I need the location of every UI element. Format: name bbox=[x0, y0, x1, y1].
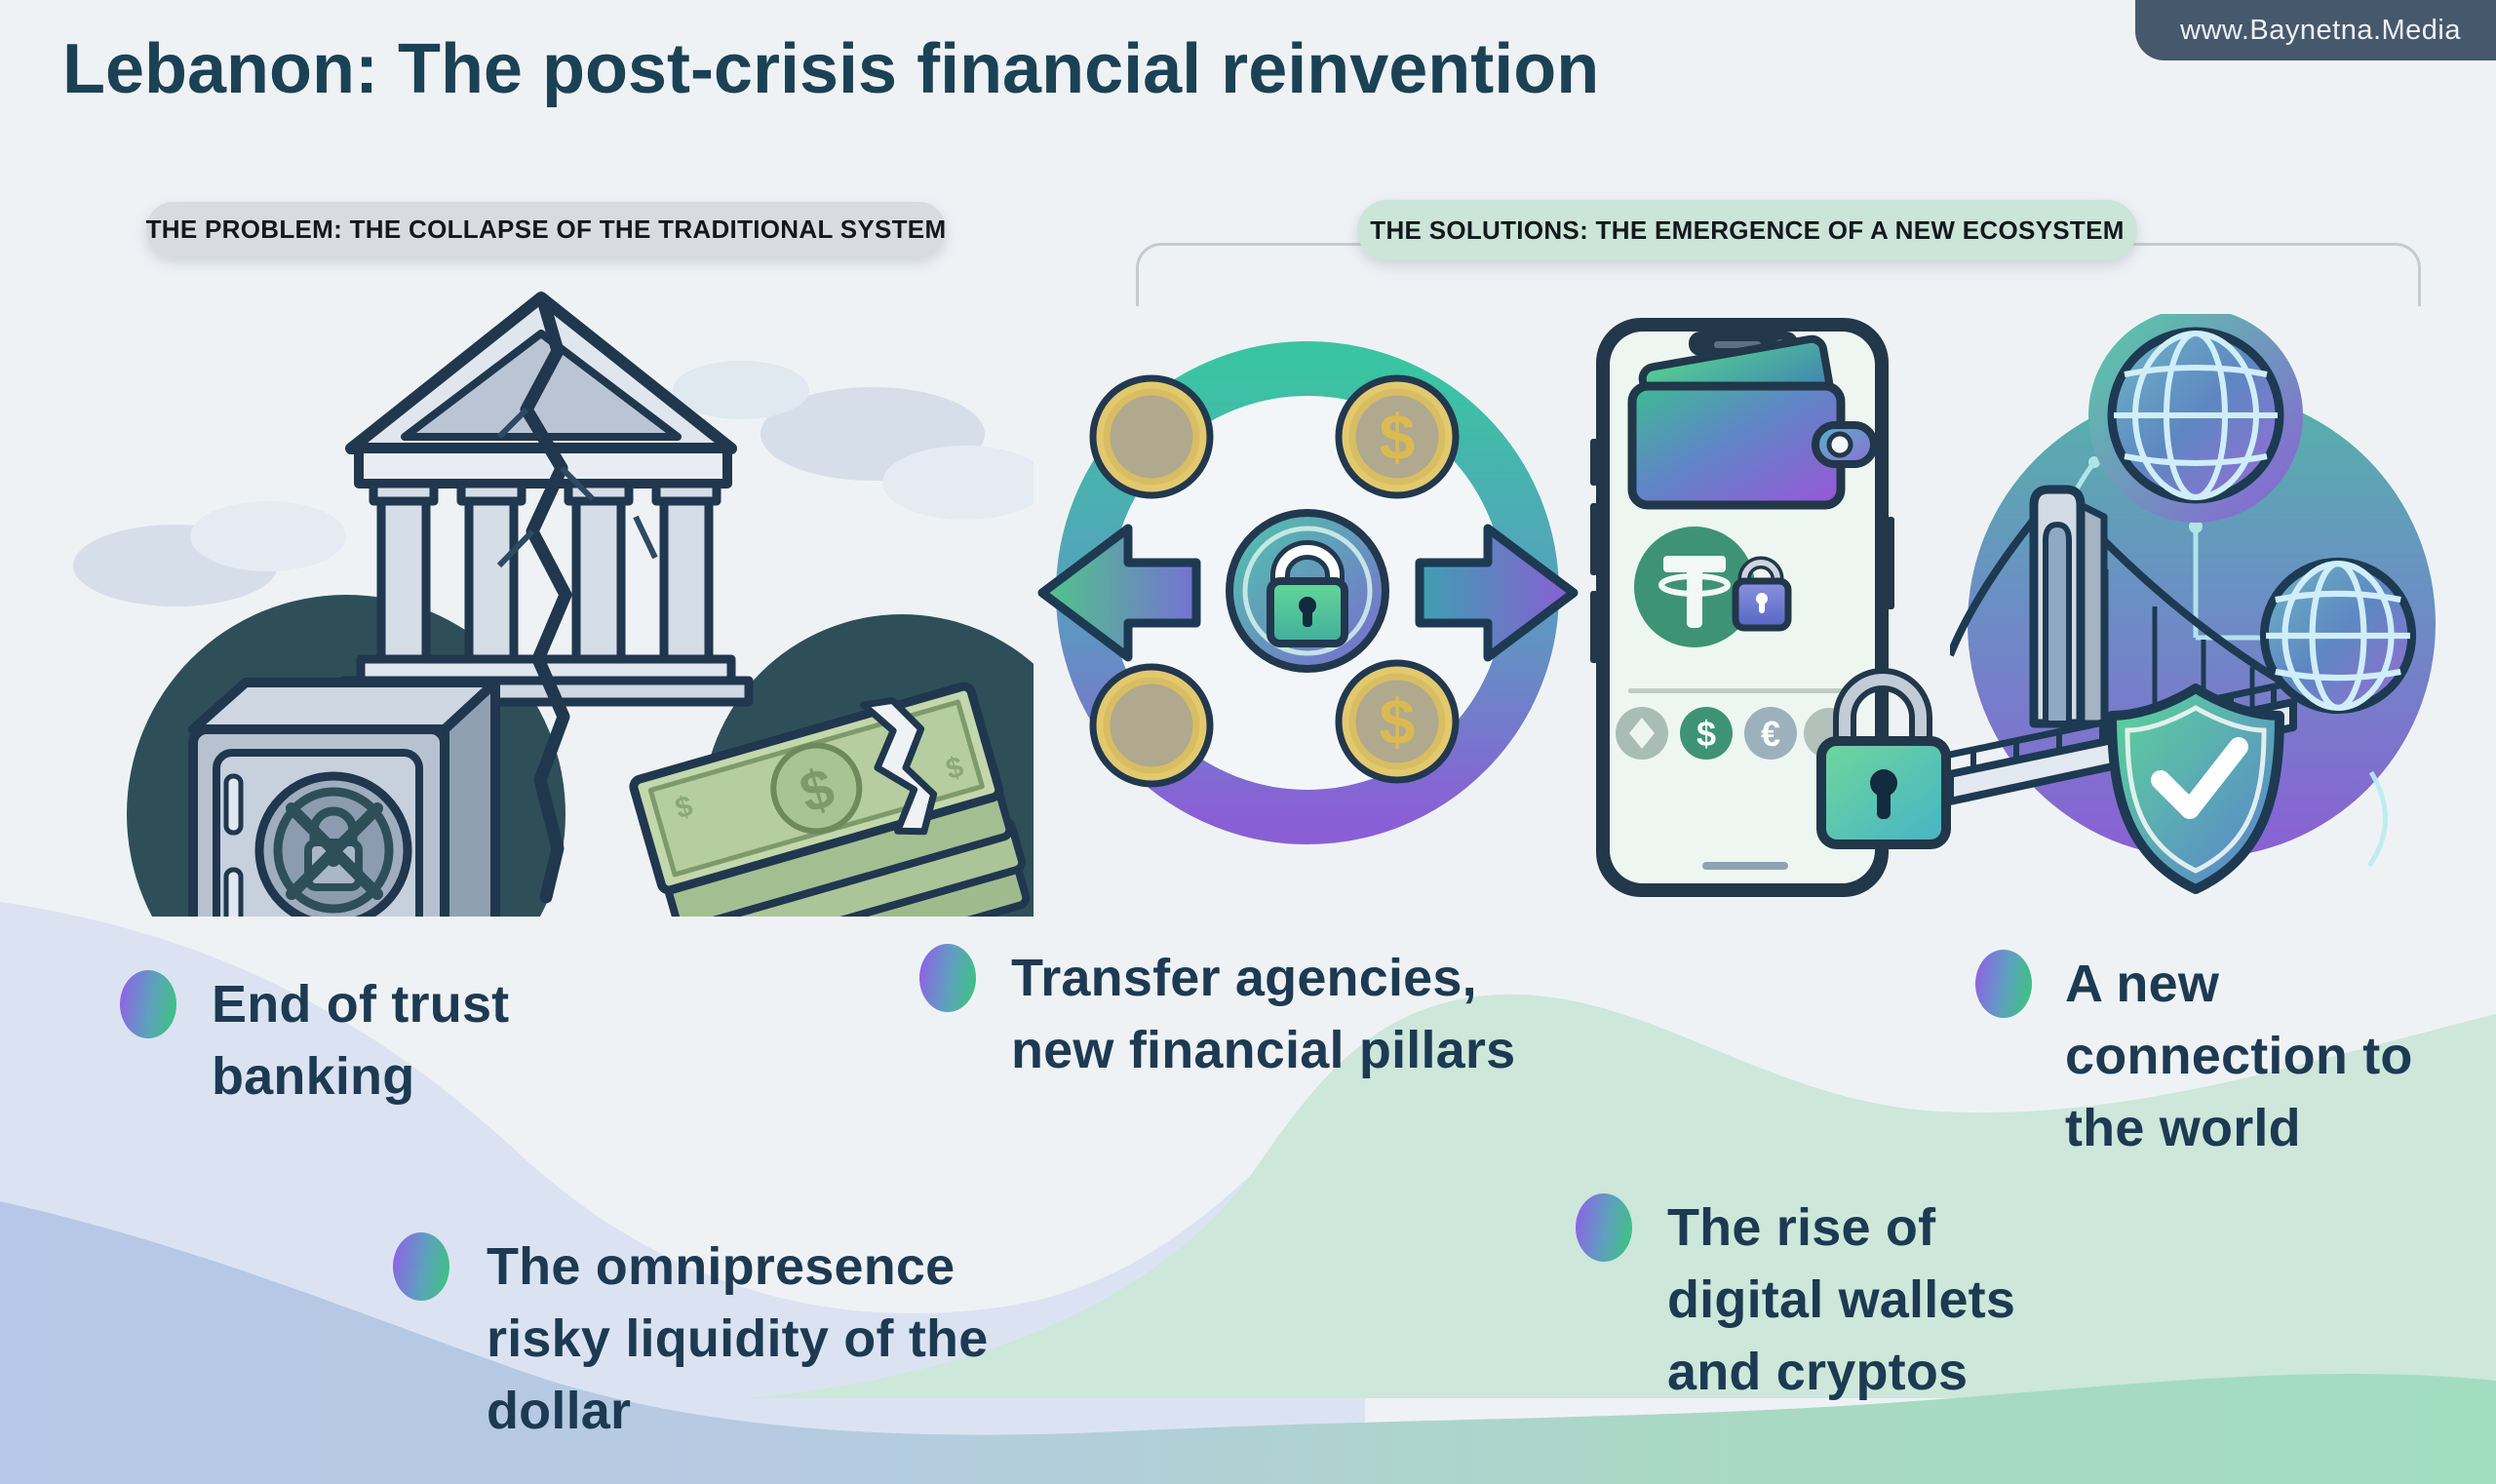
coin-dollar-icon: $ bbox=[1335, 659, 1460, 784]
gradient-bullet-marker bbox=[1975, 950, 2032, 1018]
torn-money-icon: $ $ $ bbox=[629, 682, 1031, 917]
locked-safe-icon bbox=[188, 678, 500, 917]
watermark-badge: www.Baynetna.Media bbox=[2135, 0, 2496, 60]
home-indicator bbox=[1702, 862, 1788, 870]
crypto-wallet-phone-illustration: $ € bbox=[1590, 318, 1951, 897]
bullet-text: The omnipresence risky liquidity of the … bbox=[487, 1237, 989, 1440]
arrow-left-icon bbox=[1037, 524, 1201, 662]
euro-coin-icon: € bbox=[1744, 707, 1797, 760]
globe-icon bbox=[2088, 314, 2303, 523]
small-padlock-icon bbox=[1732, 556, 1792, 632]
svg-text:$: $ bbox=[1696, 714, 1716, 754]
tether-coin-icon bbox=[1634, 527, 1755, 647]
central-padlock-icon bbox=[1226, 509, 1389, 673]
secure-exchange-illustration: $ $ bbox=[1037, 341, 1579, 844]
solutions-section-header: THE SOLUTIONS: THE EMERGENCE OF A NEW EC… bbox=[1357, 200, 2137, 260]
collapsed-bank-illustration: $ $ $ bbox=[73, 292, 1034, 917]
svg-text:$: $ bbox=[1380, 685, 1416, 758]
svg-text:€: € bbox=[1761, 714, 1780, 754]
bullet-transfer-agencies: Transfer agencies, new financial pillars bbox=[919, 942, 1515, 1086]
cracked-bank-icon bbox=[338, 292, 754, 904]
wallet-icon bbox=[1627, 334, 1878, 510]
globe-icon bbox=[2259, 557, 2417, 715]
gradient-bullet-marker bbox=[120, 970, 176, 1038]
shield-check-icon bbox=[2107, 683, 2284, 894]
coin-plain-icon bbox=[1089, 663, 1214, 788]
arrow-right-icon bbox=[1415, 524, 1579, 662]
bullet-end-of-trust-banking: End of trust banking bbox=[120, 968, 509, 1113]
eth-coin-icon bbox=[1616, 707, 1668, 760]
problem-section-header: THE PROBLEM: THE COLLAPSE OF THE TRADITI… bbox=[146, 202, 946, 256]
global-connection-illustration bbox=[1950, 314, 2436, 894]
page-title: Lebanon: The post-crisis financial reinv… bbox=[62, 30, 1600, 108]
watermark-text: www.Baynetna.Media bbox=[2180, 14, 2461, 46]
bullet-text: Transfer agencies, new financial pillars bbox=[1011, 949, 1516, 1079]
bullet-text: The rise of digital wallets and cryptos bbox=[1667, 1198, 2016, 1401]
screen-divider bbox=[1628, 688, 1849, 693]
bullet-dollar-liquidity: The omnipresence risky liquidity of the … bbox=[393, 1230, 988, 1447]
dollar-coin-icon: $ bbox=[1680, 707, 1733, 760]
gradient-bullet-marker bbox=[1576, 1193, 1632, 1262]
gradient-bullet-marker bbox=[393, 1232, 449, 1301]
coin-dollar-icon: $ bbox=[1335, 374, 1460, 499]
bullet-text: End of trust banking bbox=[212, 975, 510, 1106]
no-lock-icon bbox=[286, 802, 383, 900]
gradient-bullet-marker bbox=[919, 944, 976, 1012]
svg-text:$: $ bbox=[1380, 401, 1416, 473]
bullet-digital-wallets: The rise of digital wallets and cryptos bbox=[1576, 1191, 2015, 1408]
coin-plain-icon bbox=[1089, 374, 1214, 499]
big-padlock-icon bbox=[1816, 668, 1951, 849]
clouds bbox=[73, 361, 1034, 606]
bullet-text: A new connection to the world bbox=[2065, 955, 2413, 1157]
tear-mark bbox=[860, 696, 938, 836]
bullet-new-connection: A new connection to the world bbox=[1975, 948, 2413, 1164]
